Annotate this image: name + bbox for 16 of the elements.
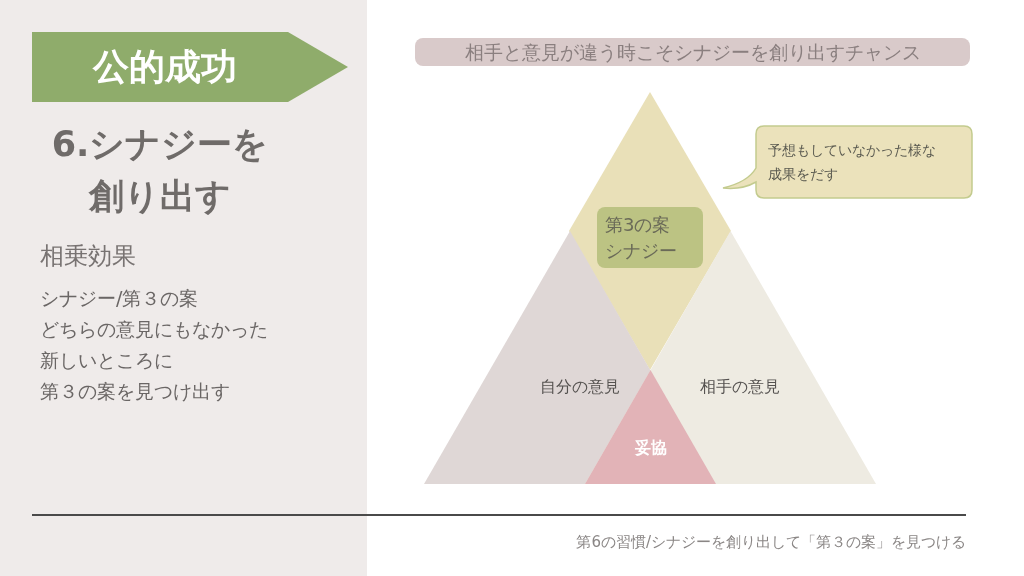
bubble-text: 予想もしていなかった様な成果をだす (768, 141, 937, 184)
idea-box (597, 207, 703, 268)
message-tag: 相手と意見が違う時こそシナジーを創り出すチャンス (415, 38, 970, 66)
idea-text: シナジー (605, 238, 678, 263)
body-text: シナジー/第３の案 (40, 286, 199, 311)
idea-text: 第3の案 (605, 212, 672, 237)
body-text: どちらの意見にもなかった (40, 317, 268, 342)
banner-title: 公的成功 (93, 44, 237, 89)
subheading: 相乗効果 (40, 241, 136, 272)
body-text: 新しいところに (40, 348, 173, 373)
area-label: 相手の意見 (700, 376, 780, 398)
area-label: 妥協 (635, 437, 667, 459)
body-text: 第３の案を見つけ出す (40, 379, 230, 404)
footer-caption: 第6の習慣/シナジーを創り出して「第３の案」を見つける (576, 533, 966, 552)
area-label: 自分の意見 (540, 376, 620, 398)
heading: 6.シナジーを創り出す (50, 123, 270, 218)
